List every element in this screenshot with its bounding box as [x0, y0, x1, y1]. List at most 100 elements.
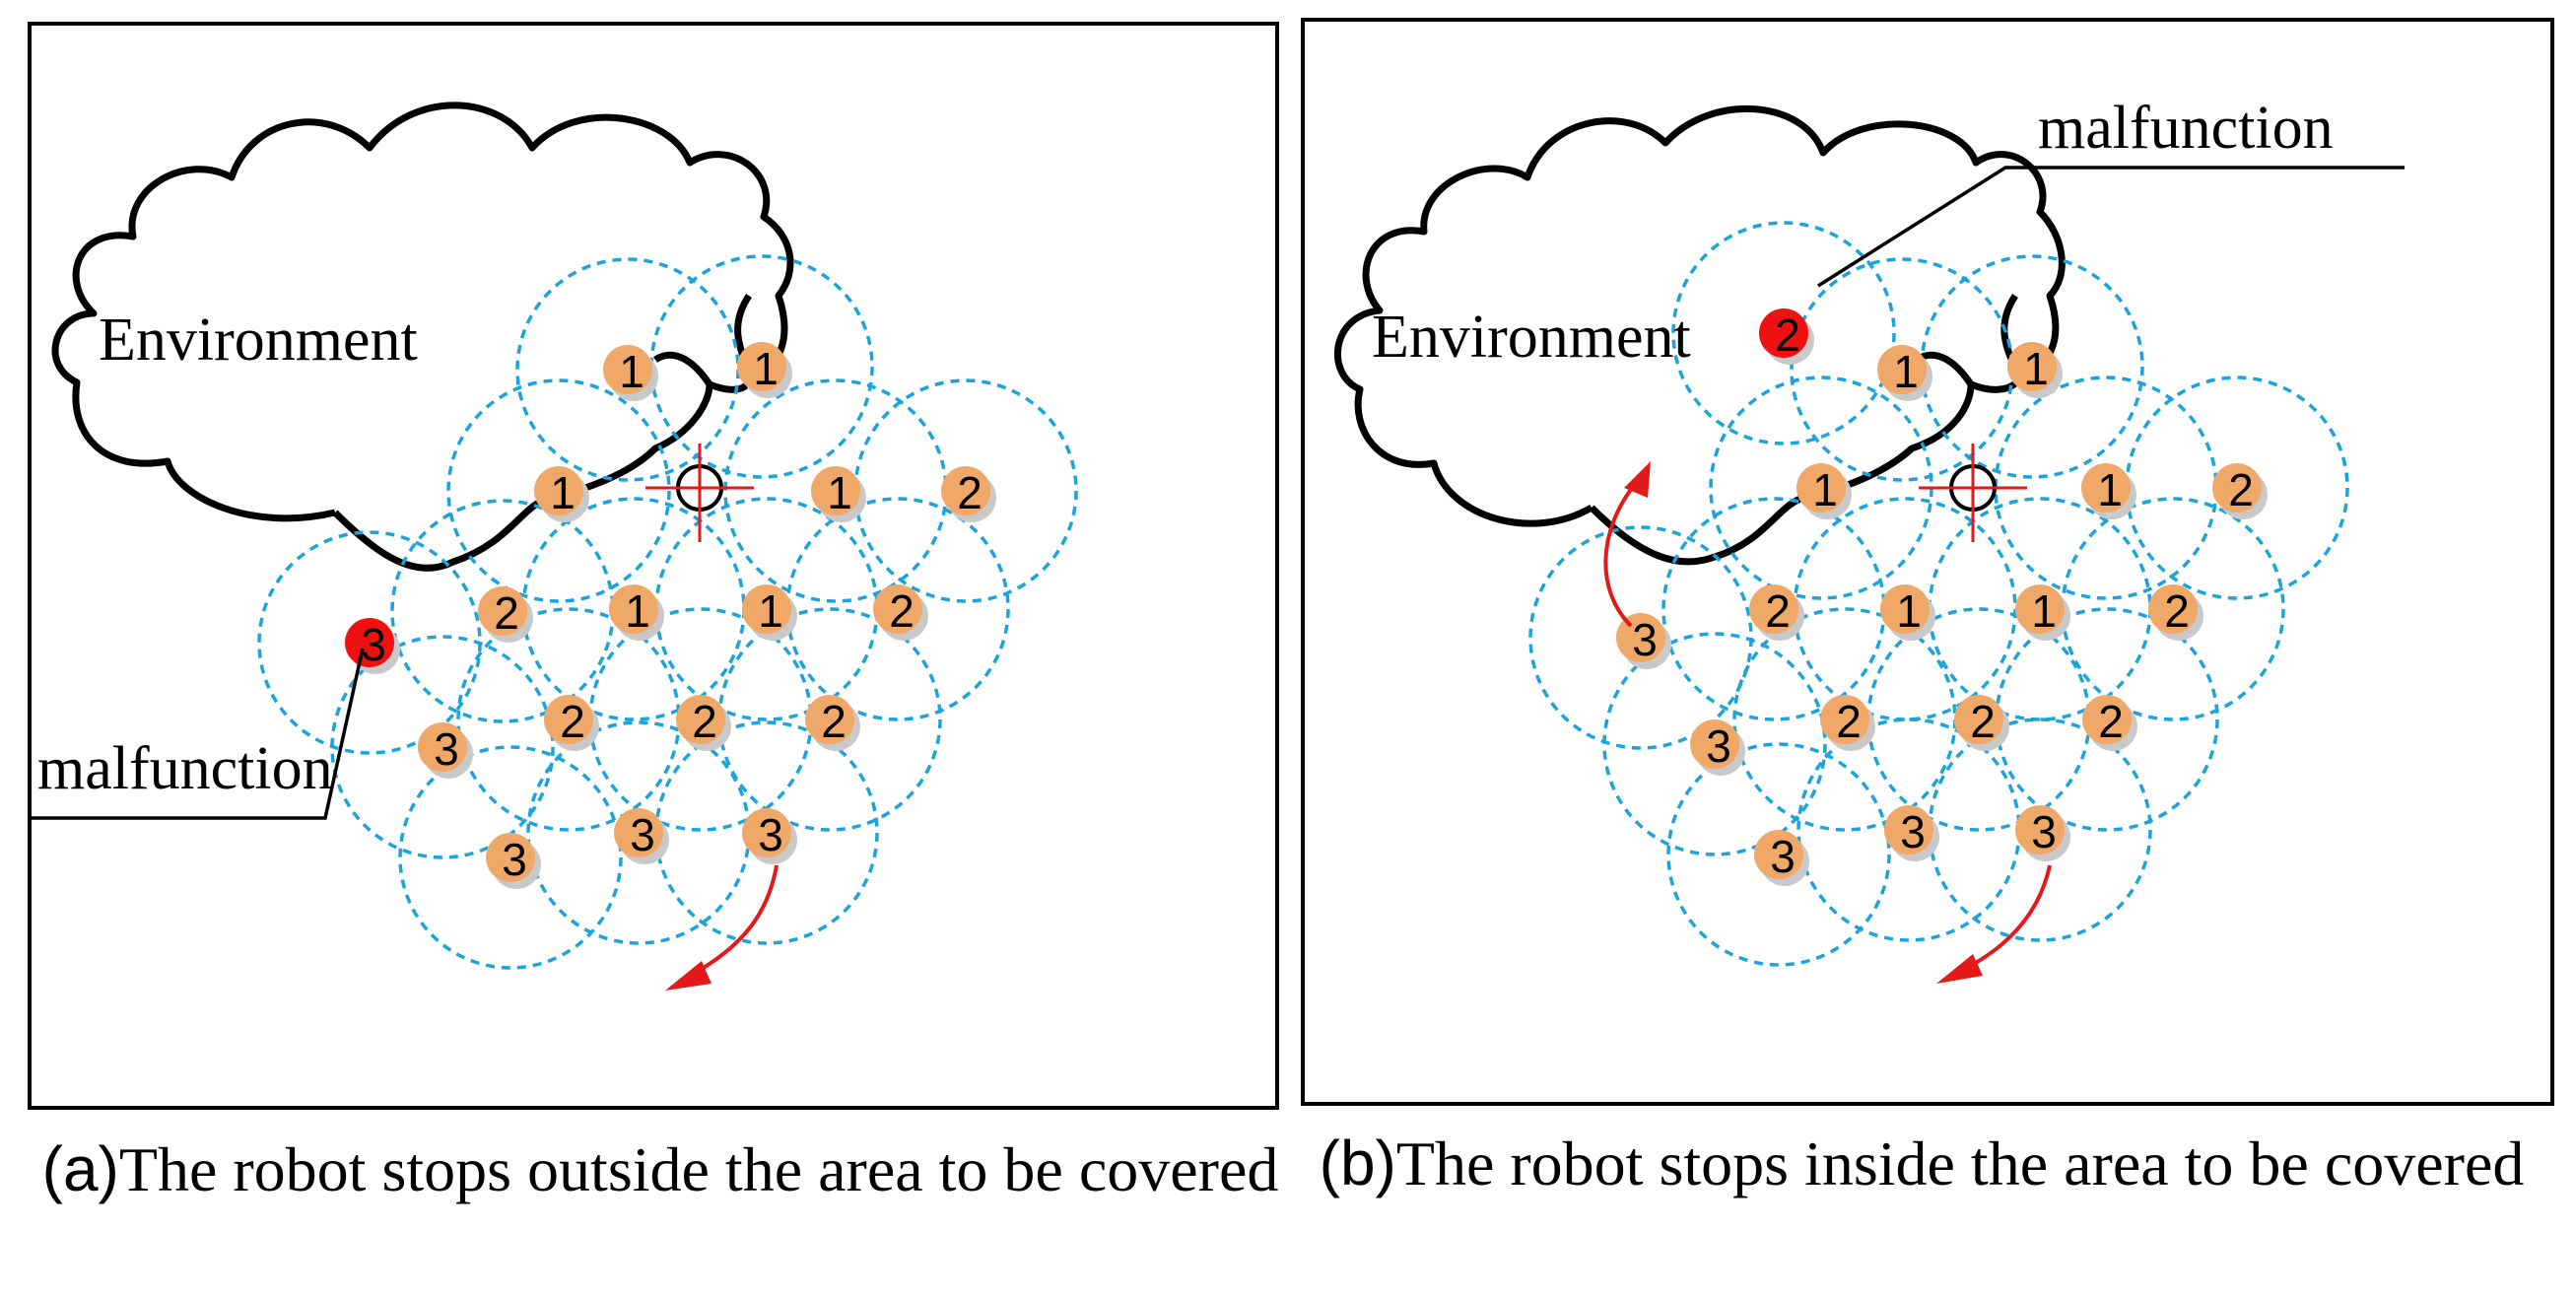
panel-b-robot: 1 — [1796, 463, 1852, 519]
center-marker-a — [645, 444, 754, 542]
robot-dot — [1880, 584, 1930, 634]
robot-hop-label: 2 — [494, 587, 519, 639]
panel-b-sensing-range — [2061, 497, 2285, 721]
robot-dot — [534, 466, 583, 515]
robot-hop-label: 2 — [889, 585, 915, 637]
panel-b-robots: 2 1 1 1 1 2 3 2 1 1 2 3 2 2 2 3 3 3 — [1616, 308, 2268, 886]
robot-dot — [1690, 719, 1739, 769]
robot-dot — [2212, 463, 2262, 513]
panel-a-sensing-range — [853, 378, 1078, 603]
robot-dot — [2148, 584, 2198, 634]
panel-b-robot: 2 — [1820, 695, 1875, 751]
robot-dot — [614, 808, 663, 857]
panel-a-robot: 2 — [941, 466, 996, 522]
robot-hop-label: 3 — [434, 723, 459, 775]
robot-hop-label: 2 — [692, 696, 717, 747]
panel-a-robot: 1 — [737, 342, 792, 398]
robot-hop-label: 2 — [2164, 585, 2190, 637]
robot-hop-label: 2 — [957, 467, 983, 518]
panel-a-robot: 3 — [742, 808, 797, 864]
robot-hop-label: 1 — [619, 346, 644, 397]
malfunction-label-b: malfunction — [2038, 95, 2334, 162]
robot-dot — [2081, 463, 2131, 513]
robot-hop-label: 2 — [1765, 585, 1791, 637]
robot-dot — [478, 586, 527, 636]
caption-a: (a)The robot stops outside the area to b… — [20, 1131, 1301, 1207]
move-arrow-b-up — [1603, 461, 1651, 628]
robot-dot — [2082, 695, 2132, 744]
robot-hop-label: 1 — [758, 585, 783, 637]
move-arrow-b-down — [1936, 864, 2052, 984]
panel-b-robot: 1 — [1877, 345, 1932, 401]
robot-hop-label: 2 — [1775, 309, 1800, 361]
panel-b-robot-malfunction: 2 — [1759, 308, 1814, 365]
panel-a-robot: 3 — [614, 808, 669, 864]
panel-a-frame — [28, 22, 1279, 1110]
robot-hop-label: 1 — [1812, 464, 1838, 515]
environment-label-a: Environment — [99, 307, 418, 374]
robot-dot — [418, 722, 467, 772]
robot-dot — [737, 342, 786, 391]
robot-hop-label: 2 — [821, 696, 847, 747]
robot-hop-label: 3 — [2031, 806, 2057, 857]
robot-dot — [1759, 308, 1808, 358]
robot-dot — [1754, 830, 1803, 879]
panel-b-robot: 2 — [2148, 584, 2203, 641]
robot-hop-label: 1 — [1896, 585, 1922, 637]
robot-dot — [1877, 345, 1927, 394]
panel-b-robot: 1 — [2081, 463, 2136, 519]
panel-a-robot: 1 — [603, 345, 658, 401]
environment-label-b: Environment — [1372, 304, 1691, 371]
panel-b-sensing-range — [2125, 376, 2349, 600]
robot-dot — [603, 345, 652, 394]
robot-dot — [1954, 695, 2003, 744]
robot-hop-label: 2 — [1836, 696, 1862, 747]
caption-a-text: The robot stops outside the area to be c… — [118, 1134, 1279, 1204]
caption-a-tag: (a) — [41, 1133, 119, 1204]
panel-a-robot: 2 — [478, 586, 533, 643]
panel-b-robot: 3 — [1754, 830, 1809, 886]
panel-b-robot: 2 — [2212, 463, 2268, 519]
robot-hop-label: 3 — [1900, 806, 1926, 857]
robot-dot — [676, 695, 725, 744]
robot-dot — [805, 695, 854, 744]
panel-b-sensing-range — [1602, 632, 1827, 856]
panel-b-sensing-range — [1928, 718, 2152, 942]
robot-hop-label: 3 — [1632, 614, 1658, 665]
panel-a-sensing-range — [785, 497, 1010, 721]
robot-dot — [2015, 584, 2065, 634]
panel-b-robot: 2 — [1954, 695, 2009, 751]
robot-dot — [486, 833, 535, 882]
robot-dot — [544, 695, 593, 744]
panel-a-sensing-range — [398, 745, 623, 970]
panel-a-sensing-range — [654, 720, 879, 945]
robot-hop-label: 1 — [2031, 585, 2057, 637]
robot-dot — [811, 466, 860, 515]
panel-b-sensing-range — [1528, 525, 1753, 750]
robot-dot — [345, 618, 394, 667]
robot-hop-label: 1 — [1893, 346, 1919, 397]
robot-hop-label: 3 — [1770, 831, 1796, 882]
malfunction-leader-b — [1817, 166, 2405, 288]
panel-a-robot-malfunction: 3 — [345, 618, 400, 674]
panel-a-robot: 2 — [676, 695, 731, 751]
robot-dot — [1749, 584, 1798, 634]
panel-b-sensing-range — [1666, 742, 1891, 967]
robot-hop-label: 1 — [2023, 343, 2049, 394]
robot-hop-label: 1 — [550, 467, 576, 518]
robot-hop-label: 2 — [2228, 464, 2254, 515]
robot-hop-label: 3 — [630, 809, 655, 860]
panel-a-robot: 2 — [805, 695, 860, 751]
panel-b-robot: 2 — [2082, 695, 2137, 751]
panel-b-sensing-range — [1995, 607, 2219, 832]
robot-hop-label: 3 — [1706, 720, 1731, 772]
panel-b-robot: 3 — [1884, 805, 1939, 861]
robot-hop-label: 3 — [758, 809, 783, 860]
robot-hop-label: 3 — [502, 834, 527, 885]
robot-hop-label: 2 — [560, 696, 585, 747]
panel-b-sensing-range — [1671, 221, 1896, 445]
robot-hop-label: 1 — [753, 343, 779, 394]
panel-a-sensing-range — [649, 254, 874, 479]
